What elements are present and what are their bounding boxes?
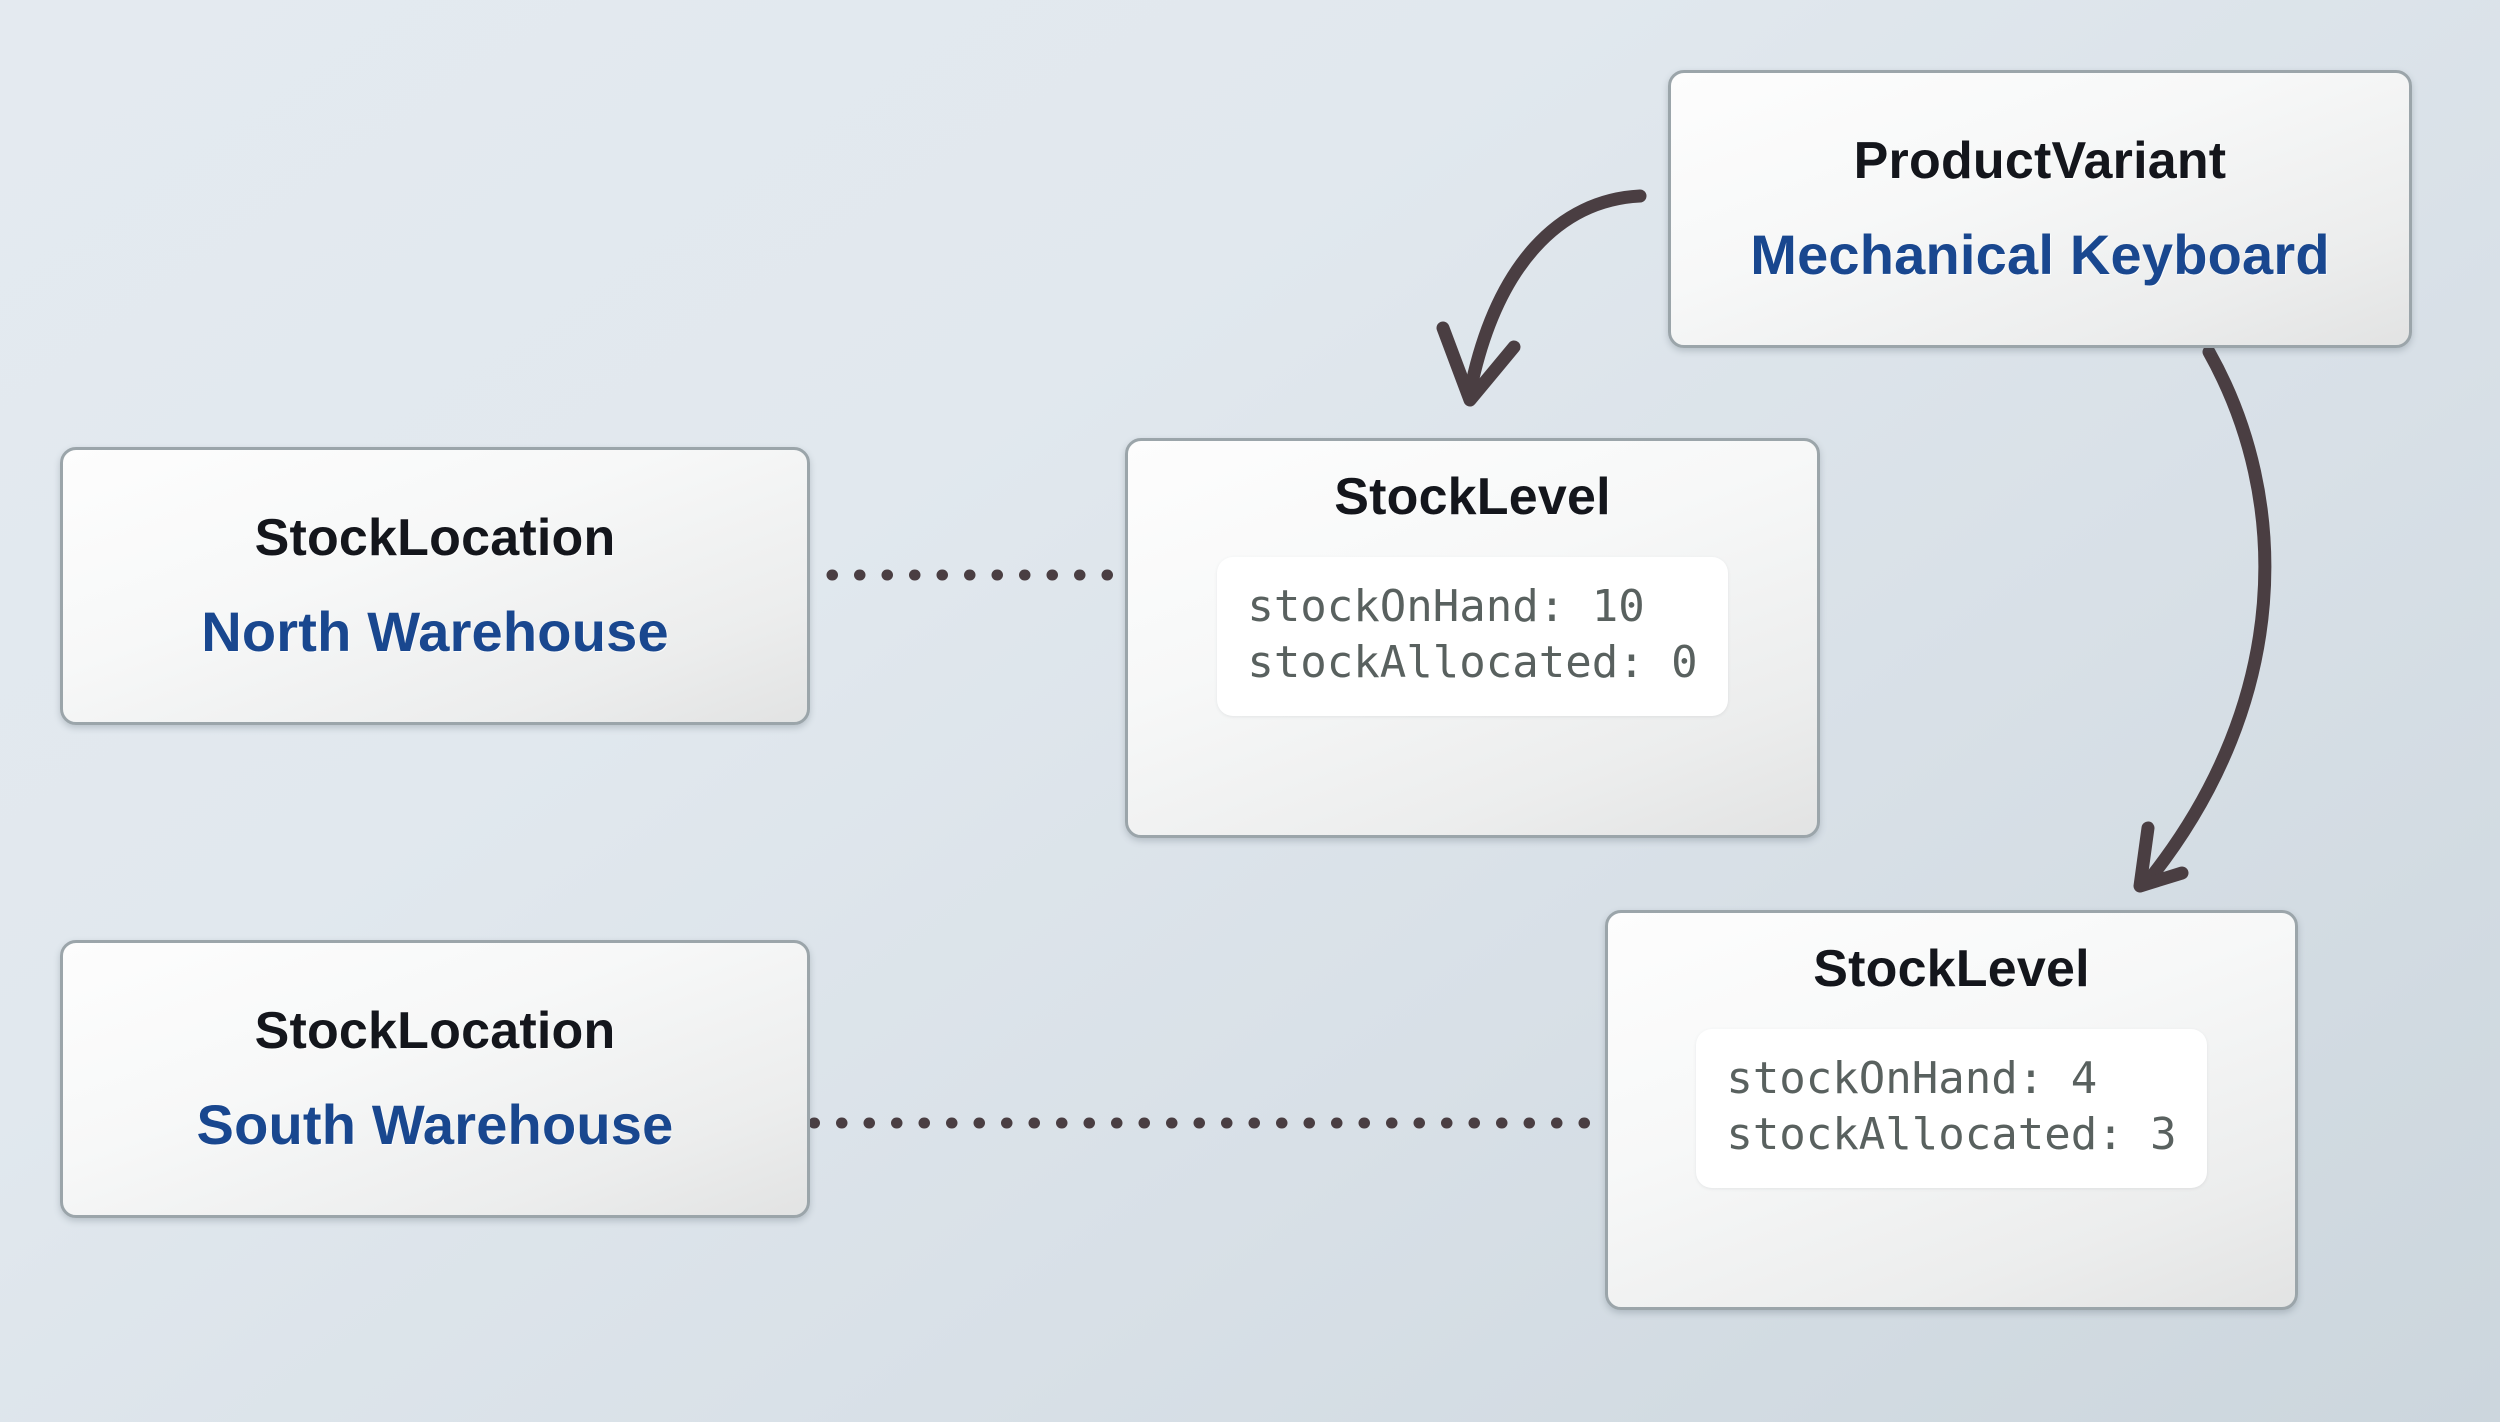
edge-product-variant-to-stock-level-north: [1436, 189, 1647, 407]
node-stock-level-north[interactable]: StockLevel stockOnHand: 10 stockAllocate…: [1125, 438, 1820, 838]
node-stock-location-north-title: StockLocation: [254, 509, 616, 567]
node-product-variant-title: ProductVariant: [1853, 132, 2227, 190]
node-stock-level-south-title: StockLevel: [1813, 940, 2090, 998]
node-product-variant-subtitle: Mechanical Keyboard: [1750, 223, 2330, 286]
field-stock-on-hand: stockOnHand: 4: [1726, 1053, 2098, 1104]
node-stock-level-south[interactable]: StockLevel stockOnHand: 4 stockAllocated…: [1605, 910, 2298, 1310]
field-stock-on-hand: stockOnHand: 10: [1247, 581, 1645, 632]
node-stock-level-south-fields: stockOnHand: 4 stockAllocated: 3: [1696, 1029, 2207, 1188]
node-product-variant[interactable]: ProductVariant Mechanical Keyboard: [1668, 70, 2412, 348]
node-stock-level-north-fields: stockOnHand: 10 stockAllocated: 0: [1217, 557, 1728, 716]
node-stock-location-north[interactable]: StockLocation North Warehouse: [60, 447, 810, 725]
node-stock-level-north-title: StockLevel: [1334, 468, 1611, 526]
node-stock-location-south-title: StockLocation: [254, 1002, 616, 1060]
edge-product-variant-to-stock-level-south: [2133, 345, 2272, 893]
node-stock-location-south-subtitle: South Warehouse: [196, 1093, 674, 1156]
node-stock-location-south[interactable]: StockLocation South Warehouse: [60, 940, 810, 1218]
node-stock-location-north-subtitle: North Warehouse: [201, 600, 669, 663]
field-stock-allocated: stockAllocated: 0: [1247, 637, 1698, 689]
field-stock-allocated: stockAllocated: 3: [1726, 1109, 2177, 1161]
